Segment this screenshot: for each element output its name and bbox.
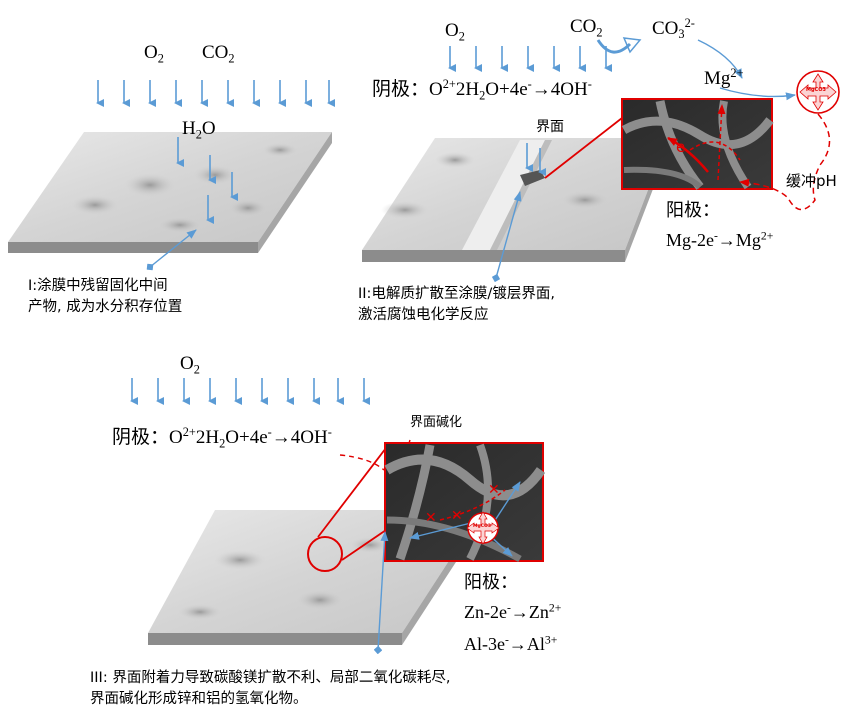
panel1-downward-arrows — [96, 80, 335, 224]
panel3-alkalization-label: 界面碱化 — [410, 415, 463, 430]
panel2-sem-inset — [621, 98, 774, 190]
panel3-cathode-equation: 阴极：O2+2H2O+4e-→4OH- — [112, 425, 332, 451]
panel3-connector-top — [317, 447, 387, 538]
panel3-o2-label: O2 — [180, 353, 200, 377]
panel1-h2o-label: H2O — [182, 118, 216, 142]
panel2-anode-equation: Mg-2e-→Mg2+ — [666, 230, 774, 251]
panel1-pointer-line — [150, 230, 196, 267]
panel1-plate — [8, 132, 332, 253]
panel2-electron-label: e — [676, 138, 686, 156]
panel1-o2-label: O2 — [144, 42, 164, 66]
panel3-sem-inset: ✕ ✕ ✕ — [384, 442, 546, 563]
panel2-interface-label: 界面 — [536, 119, 564, 135]
panel2-mg-ion-label: Mg2+ — [704, 66, 744, 89]
panel2-mgco3-symbol — [796, 70, 840, 114]
panel3-anode-label: 阳极： — [464, 572, 518, 592]
svg-text:✕: ✕ — [425, 510, 437, 526]
panel2-anode-label: 阳极： — [666, 200, 720, 220]
panel2-o2-label: O2 — [445, 20, 465, 44]
panel2-buffer-label: 缓冲pH — [786, 172, 837, 190]
panel2-caption: II:电解质扩散至涂膜/镀层界面, 激活腐蚀电化学反应 — [358, 286, 555, 323]
panel3-defect-circle — [307, 536, 343, 572]
panel3-anode-equation-al: Al-3e-→Al3+ — [464, 634, 558, 655]
panel1-caption: I:涂膜中残留固化中间 产物, 成为水分积存位置 — [28, 278, 183, 315]
panel2-interface-connector — [544, 117, 623, 179]
panel2-mgco3-text: MgCO3 — [806, 87, 826, 93]
panel2-buffer-curve — [739, 113, 831, 211]
panel2-cathode-equation: 阴极：O2+2H2O+4e-→4OH- — [372, 77, 592, 103]
panel1-co2-label: CO2 — [202, 42, 235, 66]
panel3-alkalization-dash — [339, 454, 385, 471]
panel3-mgco3-text: MgCO3 — [473, 524, 491, 529]
co3-to-mg-arrow — [697, 39, 743, 79]
panel3-downward-arrows — [130, 378, 370, 405]
co2-to-co3-arrowhead — [622, 37, 642, 54]
panel2-downward-arrows — [448, 46, 612, 176]
panel3-caption: III: 界面附着力导致碳酸镁扩散不利、局部二氧化碳耗尽, 界面碱化形成锌和铝的… — [90, 670, 451, 707]
panel2-co3-label: CO32- — [652, 16, 695, 42]
mg-to-mgco3-arrow — [719, 87, 796, 101]
svg-text:✕: ✕ — [488, 482, 500, 498]
svg-text:✕: ✕ — [451, 508, 463, 524]
panel2-pointer-line — [496, 192, 520, 278]
panel2-co2-label: CO2 — [570, 16, 603, 40]
panel3-pointer-line — [378, 532, 385, 650]
panel3-anode-equation-zn: Zn-2e-→Zn2+ — [464, 602, 562, 623]
